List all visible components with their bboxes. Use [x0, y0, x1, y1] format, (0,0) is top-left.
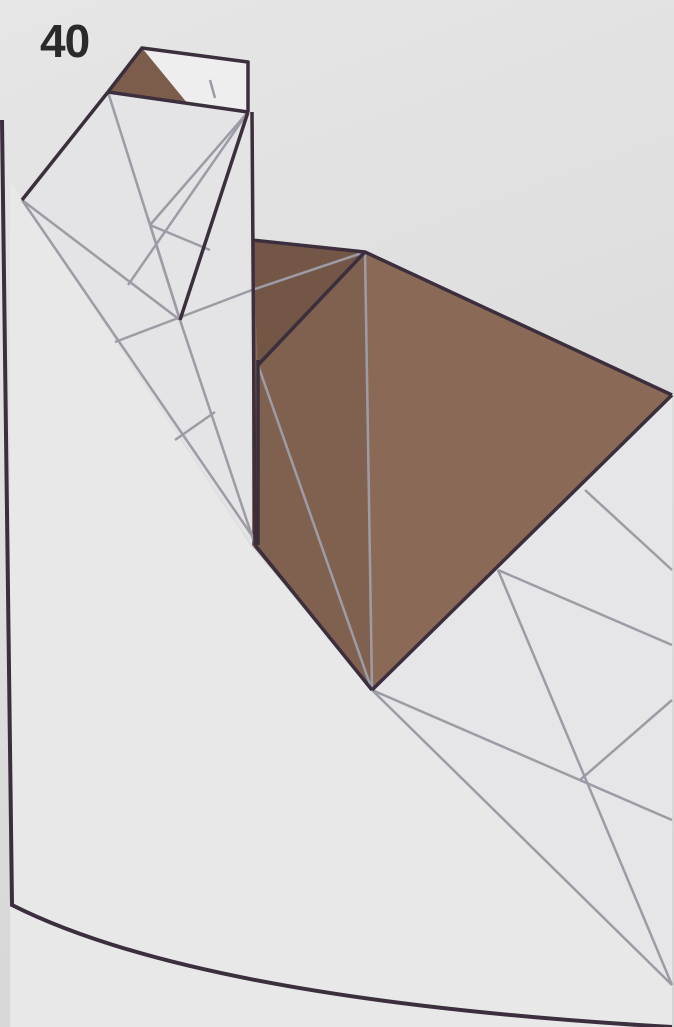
origami-diagram: [0, 0, 674, 1027]
page: 40: [0, 0, 674, 1027]
